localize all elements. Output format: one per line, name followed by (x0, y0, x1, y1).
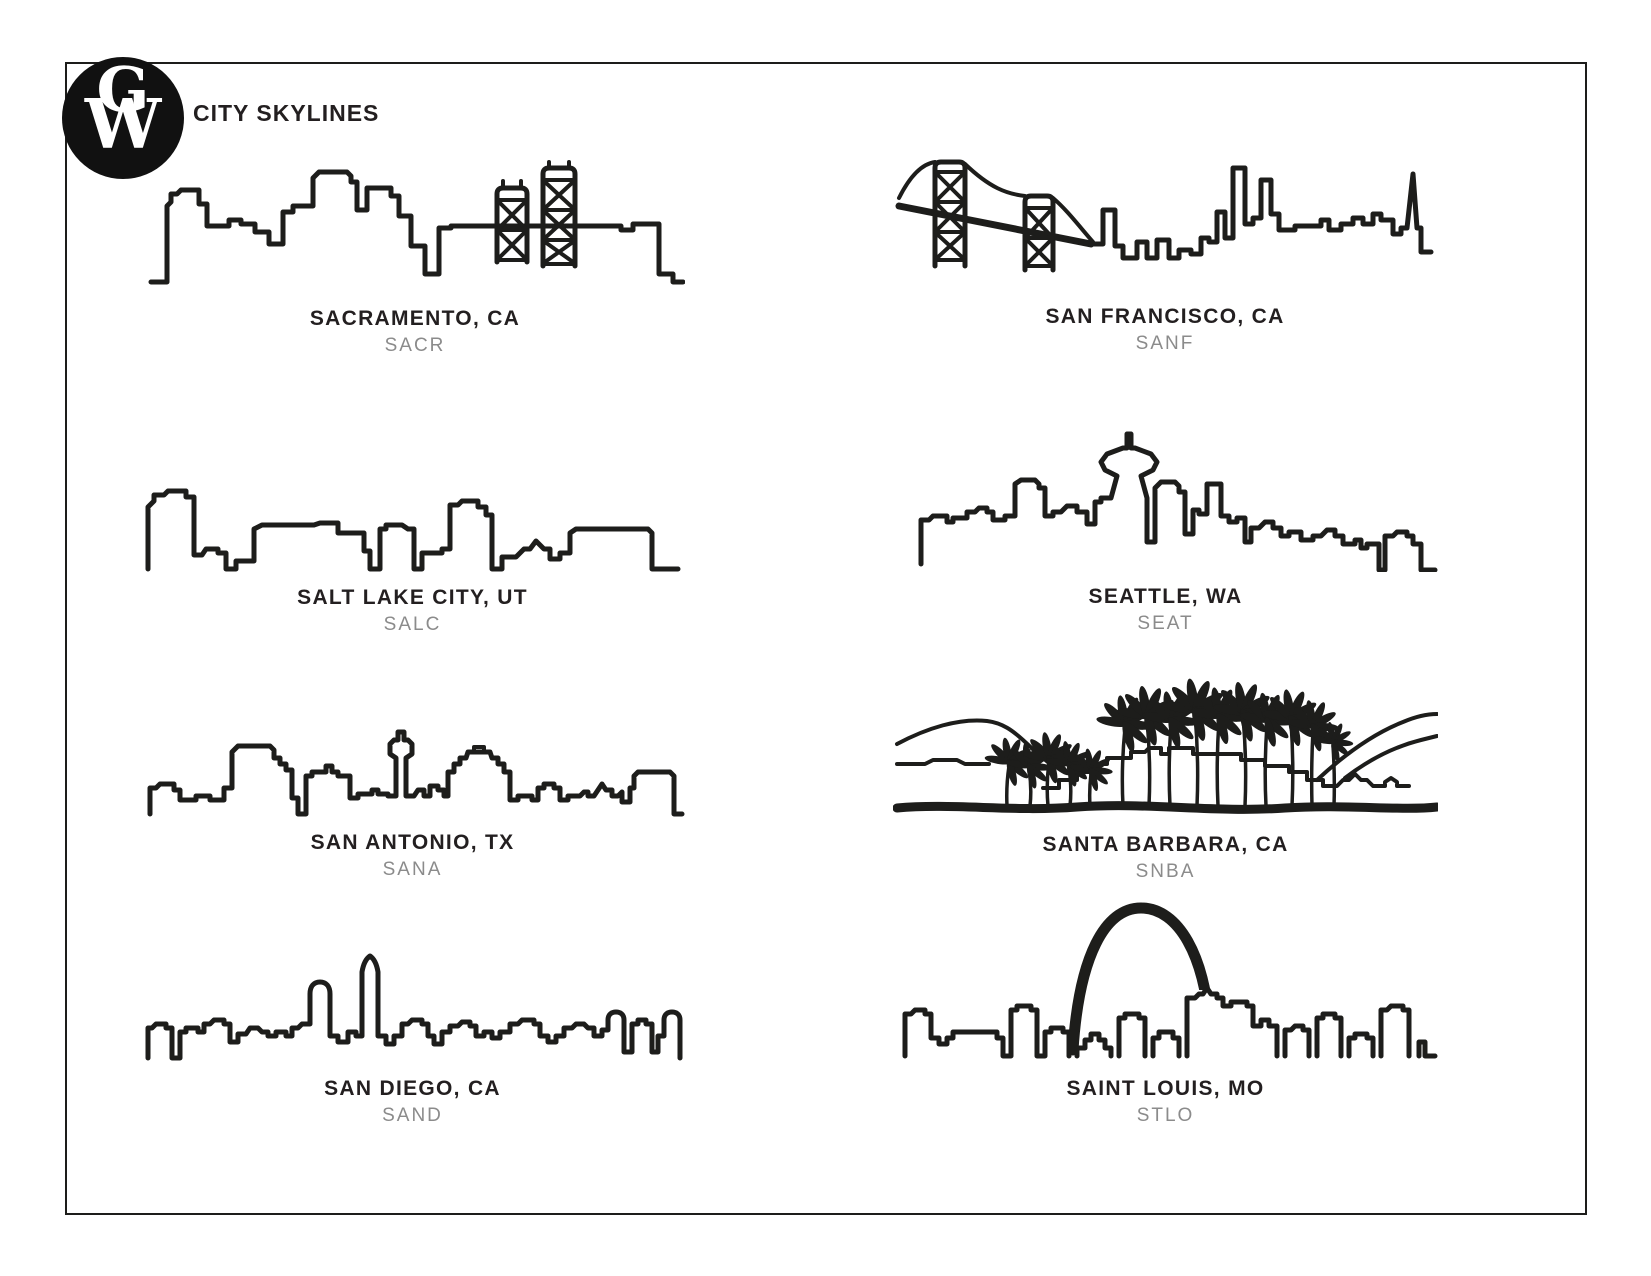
city-label: SAN ANTONIO, TX (310, 831, 515, 854)
city-label: SALT LAKE CITY, UT (297, 586, 528, 609)
skyline-card-sacramento: SACRAMENTO, CA SACR (145, 160, 685, 357)
logo-letter-w: W (84, 85, 162, 165)
santa-barbara-illustration (893, 658, 1438, 820)
san-antonio-skyline-illustration (140, 700, 685, 818)
palm-trees-icon (984, 677, 1354, 808)
logo-letter-g: G (96, 53, 150, 126)
skyline-card-san-antonio: SAN ANTONIO, TX SANA (140, 700, 685, 881)
city-code: SANA (382, 859, 443, 880)
skyline-card-salt-lake-city: SALT LAKE CITY, UT SALC (140, 455, 685, 636)
city-label: SACRAMENTO, CA (309, 307, 521, 330)
city-label: SANTA BARBARA, CA (1042, 833, 1289, 856)
bay-bridge-icon (895, 159, 1095, 273)
sacramento-skyline-illustration (145, 160, 685, 294)
saint-louis-skyline-illustration (893, 896, 1438, 1064)
tower-of-the-americas-antenna (472, 745, 486, 754)
city-label: SAN FRANCISCO, CA (1045, 305, 1285, 328)
skyline-card-santa-barbara: SANTA BARBARA, CA SNBA (893, 658, 1438, 883)
san-diego-skyline-illustration (140, 932, 685, 1064)
city-label: SAINT LOUIS, MO (1066, 1077, 1265, 1100)
mountains-icon (895, 712, 1438, 782)
city-code: SALC (383, 614, 442, 635)
page-title: CITY SKYLINES (193, 100, 380, 126)
city-code: STLO (1136, 1105, 1195, 1126)
seattle-skyline-illustration (893, 422, 1438, 572)
city-label: SAN DIEGO, CA (324, 1077, 501, 1100)
skyline-card-seattle: SEATTLE, WA SEAT (893, 422, 1438, 635)
page-border (65, 62, 1587, 1215)
city-label: SEATTLE, WA (1088, 585, 1243, 608)
city-code: SANF (1135, 333, 1195, 354)
skyline-card-san-diego: SAN DIEGO, CA SAND (140, 932, 685, 1127)
gateway-arch-icon (1067, 902, 1215, 1056)
city-code: SEAT (1137, 613, 1194, 634)
city-code: SAND (382, 1105, 443, 1126)
city-code: SNBA (1135, 861, 1196, 882)
tower-bridge-icon (494, 160, 578, 269)
city-code: SACR (384, 335, 446, 356)
skyline-card-saint-louis: SAINT LOUIS, MO STLO (893, 896, 1438, 1127)
san-francisco-skyline-illustration (895, 152, 1435, 292)
shoreline-ground (893, 801, 1438, 814)
skyline-card-san-francisco: SAN FRANCISCO, CA SANF (895, 152, 1435, 355)
gw-monogram-logo: G W (62, 57, 184, 179)
salt-lake-city-skyline-illustration (140, 455, 685, 573)
